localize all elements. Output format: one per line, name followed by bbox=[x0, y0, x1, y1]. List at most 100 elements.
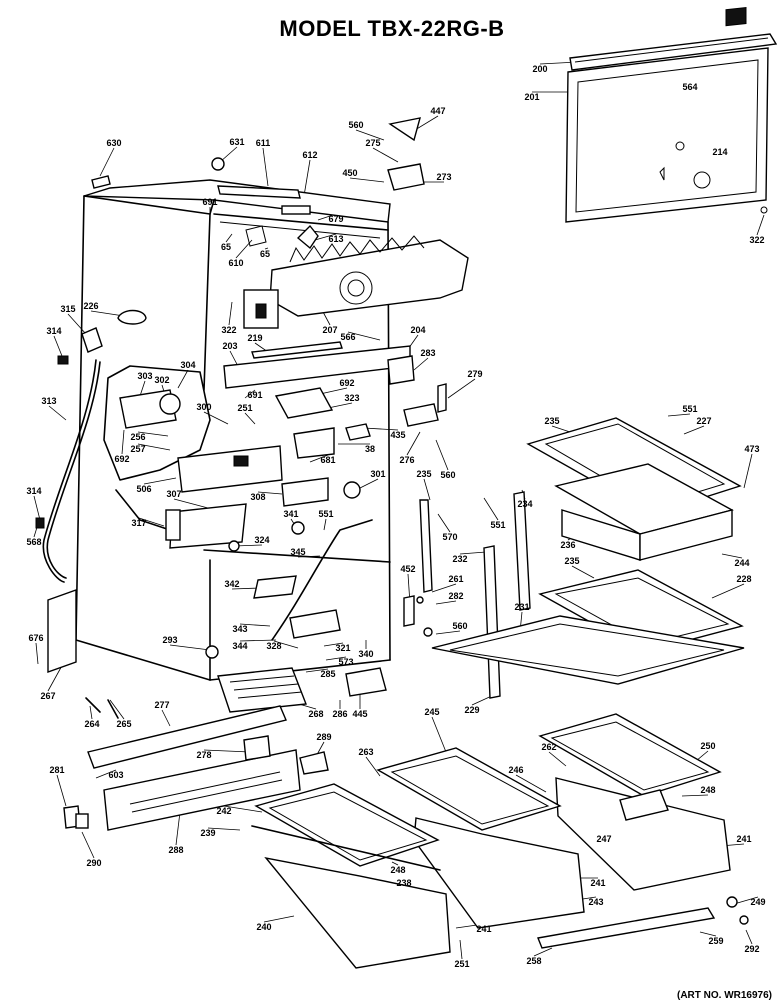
leader-line-288 bbox=[175, 811, 181, 846]
part-label-243: 243 bbox=[588, 897, 603, 907]
leader-line-322 bbox=[756, 214, 765, 236]
part-label-241: 241 bbox=[476, 924, 491, 934]
part-label-445: 445 bbox=[352, 709, 367, 719]
leader-line-676 bbox=[35, 642, 39, 665]
shelf-ladder-rails bbox=[403, 491, 531, 699]
part-label-570: 570 bbox=[442, 532, 457, 542]
leader-line-235 bbox=[571, 565, 595, 579]
leader-line-293 bbox=[169, 644, 211, 651]
part-label-322: 322 bbox=[221, 325, 236, 335]
part-label-342: 342 bbox=[224, 579, 239, 589]
crisper-drawers bbox=[251, 713, 749, 969]
part-label-343: 343 bbox=[232, 624, 247, 634]
leader-line-246 bbox=[515, 774, 547, 793]
part-label-289: 289 bbox=[316, 732, 331, 742]
leader-line-573 bbox=[325, 656, 347, 661]
part-label-301: 301 bbox=[370, 469, 385, 479]
part-label-679: 679 bbox=[328, 214, 343, 224]
part-label-268: 268 bbox=[308, 709, 323, 719]
part-label-235: 235 bbox=[544, 416, 559, 426]
part-label-204: 204 bbox=[410, 325, 425, 335]
part-label-261: 261 bbox=[448, 574, 463, 584]
leader-line-551 bbox=[667, 413, 691, 417]
glass-shelves bbox=[431, 417, 745, 685]
leader-line-560 bbox=[355, 129, 385, 141]
part-label-251: 251 bbox=[454, 959, 469, 969]
leader-line-249 bbox=[733, 896, 759, 905]
part-label-573: 573 bbox=[338, 657, 353, 667]
leader-line-227 bbox=[683, 425, 705, 435]
leader-line-245 bbox=[431, 716, 447, 753]
leader-line-248 bbox=[681, 794, 709, 797]
part-label-314: 314 bbox=[46, 326, 61, 336]
part-label-241: 241 bbox=[736, 834, 751, 844]
base-and-grille bbox=[63, 667, 387, 831]
leader-line-282 bbox=[435, 600, 457, 605]
part-label-321: 321 bbox=[335, 643, 350, 653]
part-label-226: 226 bbox=[83, 301, 98, 311]
part-label-568: 568 bbox=[26, 537, 41, 547]
part-label-676: 676 bbox=[28, 633, 43, 643]
leader-line-235 bbox=[423, 478, 431, 501]
leader-line-285 bbox=[305, 668, 329, 673]
part-label-201: 201 bbox=[524, 92, 539, 102]
part-label-250: 250 bbox=[700, 741, 715, 751]
part-label-317: 317 bbox=[131, 518, 146, 528]
part-label-245: 245 bbox=[424, 707, 439, 717]
part-label-290: 290 bbox=[86, 858, 101, 868]
leader-line-301 bbox=[359, 478, 379, 489]
leader-line-603 bbox=[95, 769, 117, 779]
part-label-236: 236 bbox=[560, 540, 575, 550]
part-label-452: 452 bbox=[400, 564, 415, 574]
part-label-610: 610 bbox=[228, 258, 243, 268]
part-label-322: 322 bbox=[749, 235, 764, 245]
leader-line-244 bbox=[721, 553, 743, 559]
leader-line-281 bbox=[56, 774, 67, 807]
part-label-344: 344 bbox=[232, 641, 247, 651]
mounting-rails bbox=[217, 185, 415, 389]
part-label-240: 240 bbox=[256, 922, 271, 932]
leader-line-307 bbox=[173, 498, 209, 509]
part-label-248: 248 bbox=[700, 785, 715, 795]
part-label-293: 293 bbox=[162, 635, 177, 645]
part-label-265: 265 bbox=[116, 719, 131, 729]
leader-line-65 bbox=[264, 247, 269, 250]
part-label-324: 324 bbox=[254, 535, 269, 545]
part-label-238: 238 bbox=[396, 878, 411, 888]
water-line-tubing bbox=[35, 309, 147, 673]
leader-line-317 bbox=[138, 517, 165, 527]
model-title: MODEL TBX-22RG-B bbox=[279, 16, 505, 41]
part-label-303: 303 bbox=[137, 371, 152, 381]
leader-line-263 bbox=[365, 756, 381, 777]
leader-line-435 bbox=[363, 427, 399, 431]
part-label-447: 447 bbox=[430, 106, 445, 116]
part-label-341: 341 bbox=[283, 509, 298, 519]
part-label-239: 239 bbox=[200, 828, 215, 838]
part-label-227: 227 bbox=[696, 416, 711, 426]
leader-line-692 bbox=[319, 387, 348, 395]
leader-line-251 bbox=[244, 412, 256, 425]
leader-line-228 bbox=[711, 583, 745, 599]
leader-line-692 bbox=[121, 429, 125, 455]
part-label-691: 691 bbox=[202, 197, 217, 207]
leader-line-300 bbox=[203, 411, 229, 425]
part-label-551: 551 bbox=[682, 404, 697, 414]
leader-line-447 bbox=[414, 115, 439, 131]
part-label-275: 275 bbox=[365, 138, 380, 148]
part-label-691: 691 bbox=[247, 390, 262, 400]
part-label-282: 282 bbox=[448, 591, 463, 601]
leader-line-551 bbox=[323, 518, 327, 531]
leader-line-315 bbox=[67, 313, 87, 335]
part-label-612: 612 bbox=[302, 150, 317, 160]
leader-line-630 bbox=[99, 147, 115, 177]
leader-line-506 bbox=[143, 477, 177, 485]
art-number: (ART NO. WR16976) bbox=[676, 990, 772, 1001]
part-label-246: 246 bbox=[508, 765, 523, 775]
leader-line-275 bbox=[372, 147, 399, 163]
part-label-276: 276 bbox=[399, 455, 414, 465]
leader-line-450 bbox=[349, 177, 385, 183]
leader-line-308 bbox=[257, 491, 283, 495]
part-label-259: 259 bbox=[708, 936, 723, 946]
part-label-551: 551 bbox=[490, 520, 505, 530]
part-label-681: 681 bbox=[320, 455, 335, 465]
